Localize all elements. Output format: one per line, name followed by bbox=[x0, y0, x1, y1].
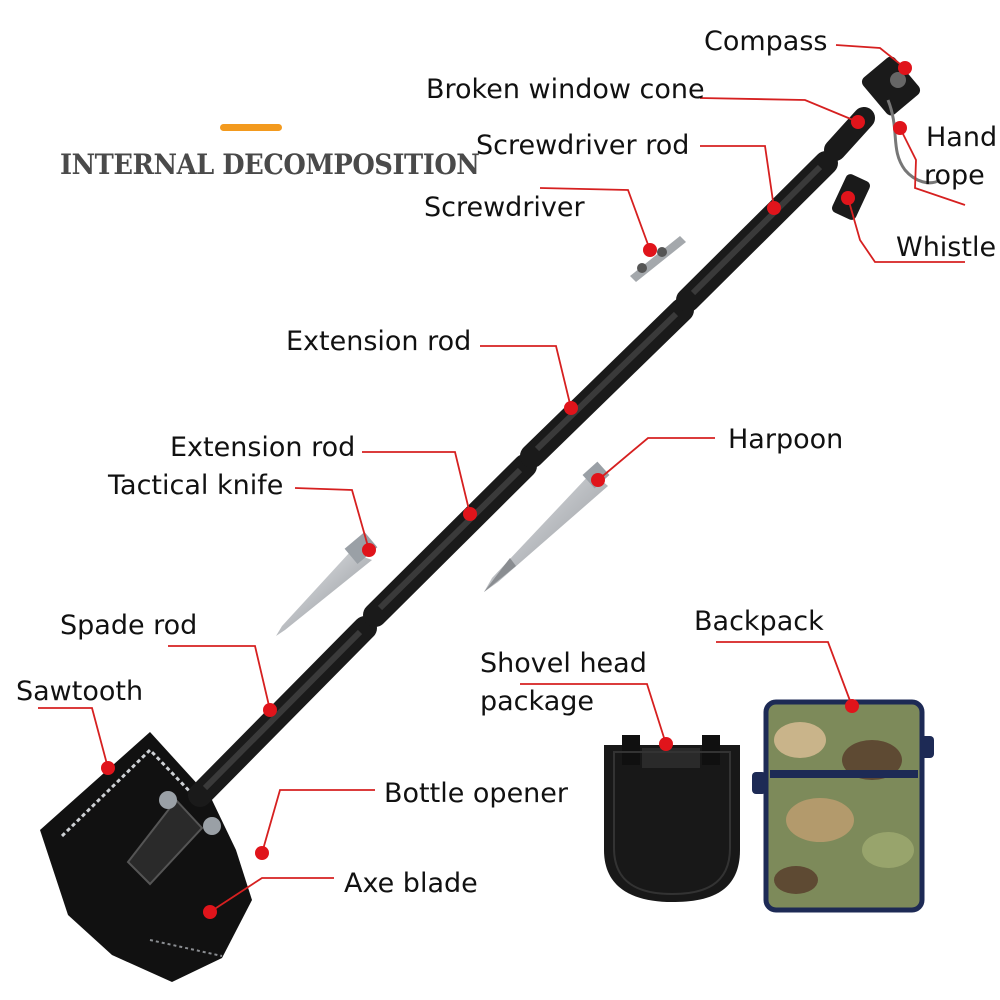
marker-screwdriver bbox=[643, 243, 657, 257]
label-broken-window-cone: Broken window cone bbox=[426, 74, 705, 105]
title-accent-bar bbox=[220, 124, 282, 131]
leader-broken-window-cone bbox=[699, 97, 859, 123]
leader-extension-rod-upper bbox=[480, 345, 572, 409]
extension-rod-lower-part bbox=[363, 454, 537, 627]
extension-rod-upper-part bbox=[520, 298, 694, 468]
leader-extension-rod-lower bbox=[362, 451, 471, 515]
label-shovel-head-package-line1: Shovel head bbox=[480, 648, 647, 679]
marker-extension-rod-upper bbox=[564, 401, 578, 415]
spade-rod-part bbox=[188, 616, 377, 807]
leader-sawtooth bbox=[38, 707, 109, 769]
leader-spade-rod bbox=[168, 645, 271, 711]
label-spade-rod: Spade rod bbox=[60, 610, 198, 641]
marker-sawtooth bbox=[101, 761, 115, 775]
leader-compass bbox=[835, 44, 906, 69]
label-extension-rod-lower: Extension rod bbox=[170, 432, 356, 463]
marker-bottle-opener bbox=[255, 846, 269, 860]
marker-shovel-head-package bbox=[659, 737, 673, 751]
marker-compass bbox=[898, 61, 912, 75]
label-hand-rope-line1: Hand bbox=[926, 122, 998, 153]
label-screwdriver: Screwdriver bbox=[424, 192, 585, 223]
label-tactical-knife: Tactical knife bbox=[108, 470, 284, 501]
marker-harpoon bbox=[591, 473, 605, 487]
tactical-knife-part bbox=[276, 531, 378, 636]
marker-spade-rod bbox=[263, 703, 277, 717]
marker-axe-blade bbox=[203, 905, 217, 919]
label-backpack: Backpack bbox=[694, 606, 824, 637]
marker-hand-rope bbox=[893, 121, 907, 135]
leader-hand-rope bbox=[899, 127, 966, 206]
leader-backpack bbox=[716, 641, 853, 707]
label-shovel-head-package-line2: package bbox=[480, 686, 594, 717]
label-hand-rope-line2: rope bbox=[924, 160, 985, 191]
label-bottle-opener: Bottle opener bbox=[384, 778, 569, 809]
page-title: INTERNAL DECOMPOSITION bbox=[60, 148, 480, 181]
marker-tactical-knife bbox=[362, 543, 376, 557]
leader-shovel-head-package bbox=[520, 683, 667, 745]
label-compass: Compass bbox=[704, 26, 828, 57]
screwdriver-part bbox=[630, 236, 686, 282]
screwdriver-rod-part bbox=[676, 151, 838, 312]
marker-backpack bbox=[845, 699, 859, 713]
label-axe-blade: Axe blade bbox=[344, 868, 478, 899]
marker-broken-window-cone bbox=[851, 115, 865, 129]
marker-screwdriver-rod bbox=[767, 201, 781, 215]
label-screwdriver-rod: Screwdriver rod bbox=[476, 130, 690, 161]
leader-whistle bbox=[847, 197, 965, 263]
marker-extension-rod-lower bbox=[463, 507, 477, 521]
leader-tactical-knife bbox=[294, 487, 370, 551]
label-sawtooth: Sawtooth bbox=[16, 676, 144, 707]
leader-bottle-opener bbox=[261, 789, 375, 854]
label-extension-rod-upper: Extension rod bbox=[286, 326, 472, 357]
label-whistle: Whistle bbox=[896, 232, 997, 263]
marker-whistle bbox=[841, 191, 855, 205]
leader-axe-blade bbox=[209, 877, 334, 913]
marker-dots bbox=[101, 61, 912, 919]
leader-screwdriver bbox=[539, 187, 651, 251]
label-harpoon: Harpoon bbox=[728, 424, 844, 455]
leader-screwdriver-rod bbox=[700, 145, 775, 209]
shovel-head-package bbox=[604, 735, 740, 902]
leader-harpoon bbox=[597, 437, 715, 481]
backpack bbox=[752, 699, 934, 913]
hand-rope-part bbox=[886, 99, 941, 185]
leader-lines bbox=[38, 44, 966, 913]
